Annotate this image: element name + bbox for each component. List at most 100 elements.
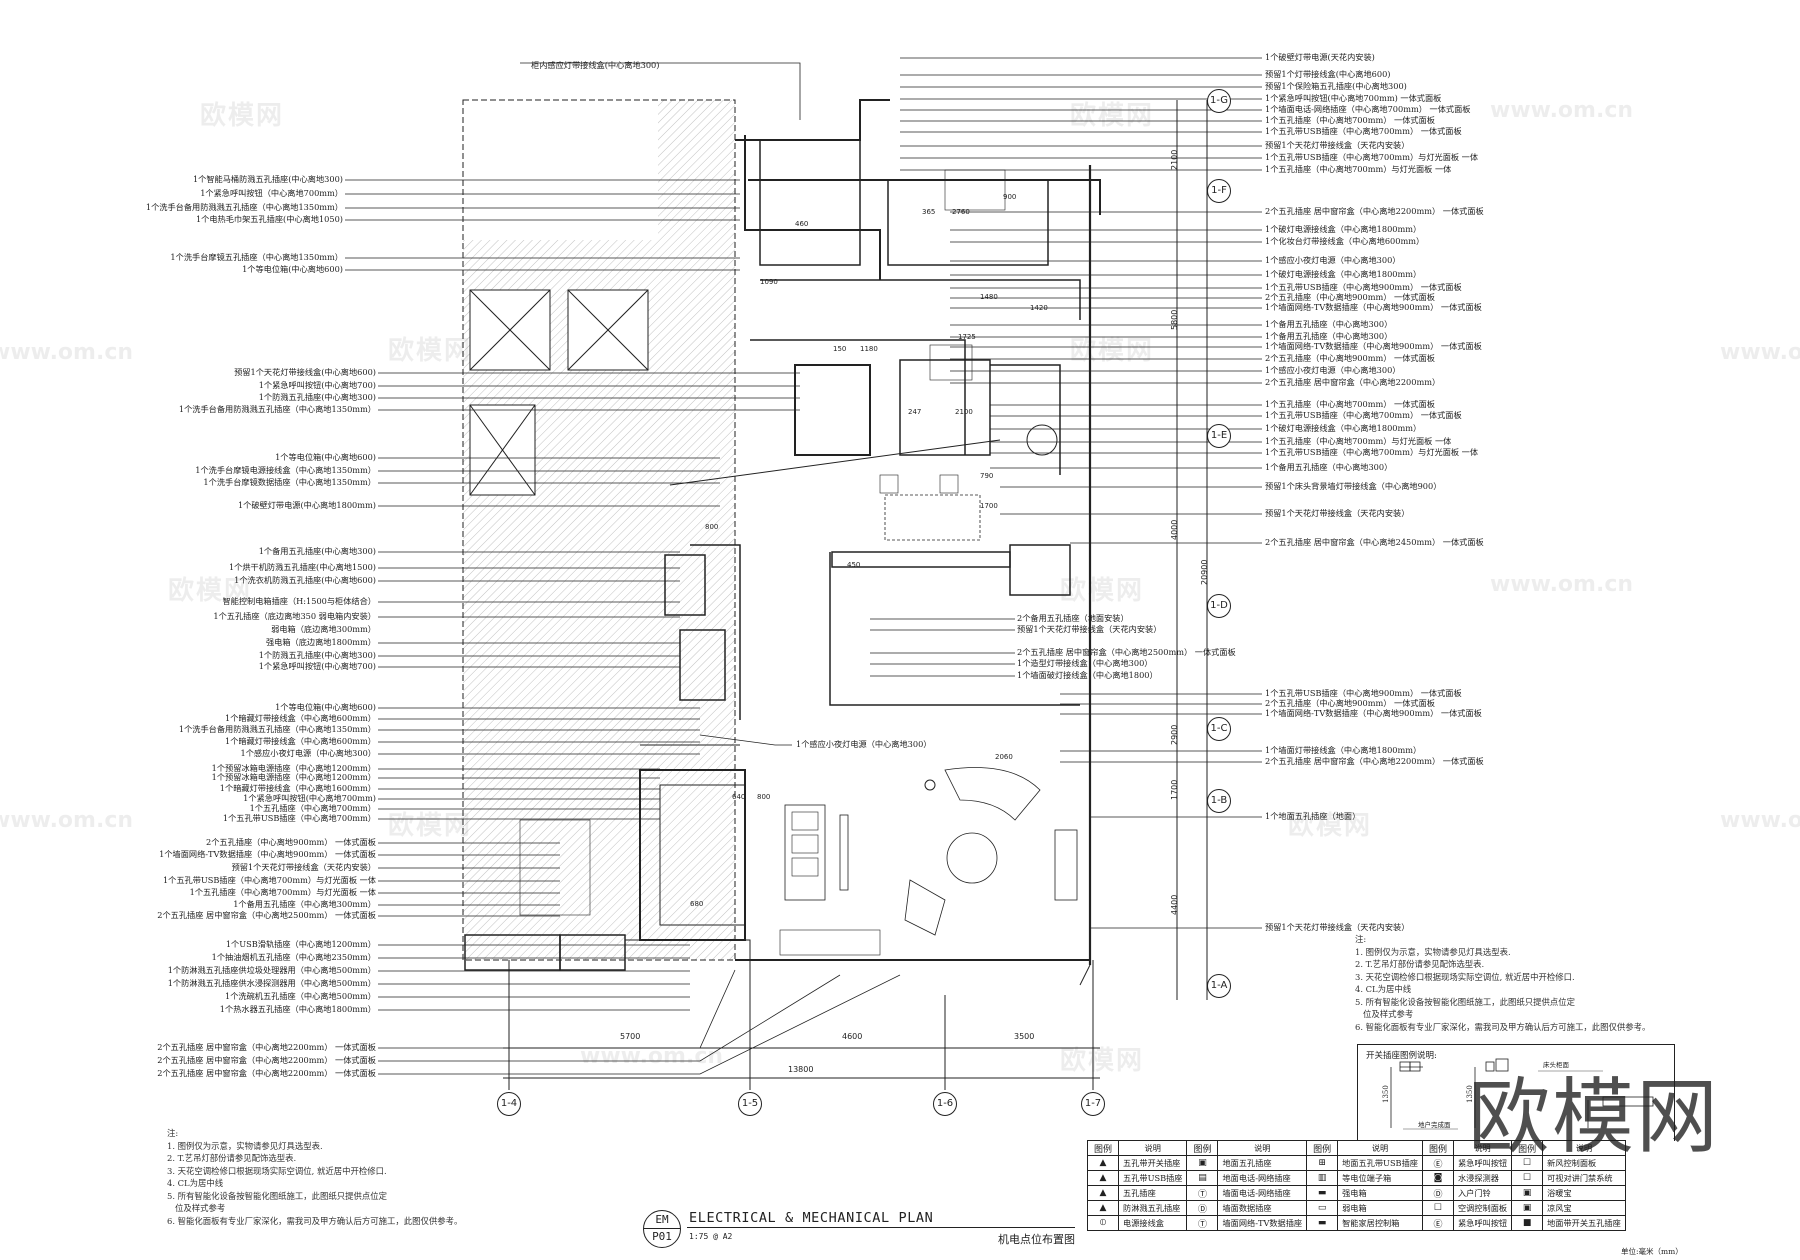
legend-symbol-icon: Ⓓ [1186, 1200, 1219, 1216]
annotation-label: 预留1个天花灯带接线盒(中心离地600) [234, 367, 376, 377]
annotation-label: 1个五孔带USB插座（中心离地700mm）与灯光面板 一体 [162, 875, 376, 885]
dimension-value: 1700 [1170, 779, 1179, 800]
annotation-label: 1个备用五孔插座（中心离地300） [1265, 319, 1393, 329]
annotation-label: 2个五孔插座（中心离地900mm） 一体式面板 [206, 837, 376, 847]
annotation-label: 1个造型灯带接线盒（中心离地300） [1017, 658, 1153, 668]
axis-bubble: 1-B [1207, 789, 1231, 813]
drawing-title-cn: 机电点位布置图 [998, 1233, 1075, 1246]
annotation-label: 1个洗衣机防溅五孔插座(中心离地600) [234, 575, 376, 585]
title-block: EM P01 ELECTRICAL & MECHANICAL PLAN 1:75… [643, 1210, 1075, 1250]
annotation-label: 1个防淋溅五孔插座供垃圾处理器用（中心离地500mm） [167, 965, 376, 975]
drawing-code-top: EM [655, 1213, 669, 1226]
annotation-label: 1个五孔插座（底边离地350 弱电箱内安装） [213, 611, 376, 621]
annotation-label: 智能控制电箱插座（H:1500与柜体结合） [222, 596, 376, 606]
legend-symbol-icon: ☐ [1511, 1170, 1544, 1186]
annotation-label: 2个五孔插座 居中窗帘盒（中心离地2200mm） 一体式面板 [1265, 756, 1484, 766]
note-item: 6. 智能化面板有专业厂家深化，需我司及甲方确认后方可施工，此图仅供参考。 [167, 1215, 463, 1226]
legend-description: 紧急呼叫按钮 [1452, 1215, 1513, 1231]
annotation-label: 1个五孔插座（中心离地700mm）与灯光面板 一体 [189, 887, 376, 897]
legend-description: 墙面数据插座 [1217, 1200, 1308, 1216]
dimension-value: 800 [757, 793, 771, 801]
annotation-label: 1个洗手台摩镜电源接线盒（中心离地1350mm） [195, 465, 376, 475]
annotation-label: 2个五孔插座 居中窗帘盒（中心离地2450mm） 一体式面板 [1265, 537, 1484, 547]
dimension-value: 13800 [788, 1065, 814, 1074]
annotation-label: 1个暗藏灯带接线盒（中心离地1600mm） [219, 783, 376, 793]
annotation-label: 1个破灯电源接线盒（中心离地1800mm） [1265, 423, 1422, 433]
dimension-value: 1420 [1030, 304, 1048, 312]
annotation-label: 预留1个保险箱五孔插座(中心离地300) [1265, 81, 1407, 91]
annotation-label: 1个防溅五孔插座(中心离地300) [258, 650, 376, 660]
annotation-label: 1个等电位箱(中心离地600) [242, 264, 343, 274]
dimension-value: 4600 [842, 1032, 863, 1041]
annotation-label: 1个五孔带USB插座（中心离地700mm）与灯光面板 一体 [1265, 447, 1479, 457]
note-item: 位及样式参考 [1355, 1009, 1414, 1019]
annotation-label: 1个暗藏灯带接线盒（中心离地600mm） [225, 713, 376, 723]
annotation-label: 2个五孔插座 居中窗帘盒（中心离地2200mm） [1265, 377, 1441, 387]
legend-symbol-icon: ◙ [1421, 1170, 1454, 1186]
legend-description: 可视对讲门禁系统 [1542, 1170, 1626, 1186]
legend-header-cell: 说明 [1217, 1140, 1308, 1156]
dimension-value: 1725 [958, 333, 976, 341]
annotation-label: 2个五孔插座 居中窗帘盒（中心离地2200mm） 一体式面板 [1265, 206, 1484, 216]
annotation-label: 1个防溅五孔插座(中心离地300) [258, 392, 376, 402]
annotation-label: 1个五孔插座（中心离地700mm） 一体式面板 [1265, 399, 1435, 409]
legend-symbol-icon: Ⓣ [1186, 1185, 1219, 1201]
annotation-label: 1个五孔带USB插座（中心离地700mm） 一体式面板 [1265, 410, 1462, 420]
dimension-value: 5800 [1170, 309, 1179, 330]
annotation-label: 1个五孔带USB插座（中心离地700mm） 一体式面板 [1265, 126, 1462, 136]
dimension-value: 460 [795, 220, 809, 228]
legend-symbol-icon: ⊞ [1306, 1155, 1339, 1171]
legend-description: 墙面网络-TV数据插座 [1217, 1215, 1308, 1231]
annotation-label: 柜内感应灯带接线盒(中心离地300) [531, 60, 660, 70]
svg-text:1350: 1350 [1466, 1085, 1474, 1103]
svg-text:床头柜面: 床头柜面 [1543, 1060, 1570, 1069]
legend-description: 地面带开关五孔插座 [1542, 1215, 1626, 1231]
annotation-label: 1个洗手台备用防溅溅五孔插座（中心离地1350mm） [145, 202, 343, 212]
axis-bubble: 1-4 [497, 1092, 521, 1116]
legend-symbol-icon: Ⓔ [1421, 1215, 1454, 1231]
annotation-label: 预留1个天花灯带接线盒（天花内安装） [1017, 624, 1162, 634]
axis-bubble: 1-G [1207, 89, 1231, 113]
note-item: 5. 所有智能化设备按智能化图纸施工，此图纸只提供点位定 [167, 1190, 388, 1201]
notes-heading: 注: [1355, 934, 1367, 944]
legend-description: 浴暖宝 [1542, 1185, 1626, 1201]
annotation-label: 1个洗手台备用防溅溅五孔插座（中心离地1350mm） [178, 404, 376, 414]
annotation-label: 1个化妆台灯带接线盒（中心离地600mm） [1265, 236, 1425, 246]
annotation-label: 1个五孔插座（中心离地700mm）与灯光面板 一体 [1265, 436, 1452, 446]
annotation-label: 1个洗手台摩镜数据插座（中心离地1350mm） [203, 477, 376, 487]
legend-description: 五孔插座 [1117, 1185, 1188, 1201]
annotation-label: 2个五孔插座（中心离地900mm） 一体式面板 [1265, 353, 1435, 363]
legend-symbol-icon: ⦶ [1087, 1215, 1119, 1231]
annotation-label: 预留1个天花灯带接线盒（天花内安装） [1265, 922, 1410, 932]
annotation-label: 1个暗藏灯带接线盒（中心离地600mm） [225, 736, 376, 746]
annotation-label: 2个五孔插座 居中窗帘盒（中心离地2200mm） 一体式面板 [157, 1042, 376, 1052]
annotation-label: 1个备用五孔插座(中心离地300) [258, 546, 376, 556]
annotation-label: 2个五孔插座 居中窗帘盒（中心离地2500mm） 一体式面板 [1017, 647, 1236, 657]
annotation-label: 弱电箱（底边离地300mm） [271, 624, 376, 634]
note-item: 位及样式参考 [167, 1203, 226, 1213]
note-item: 2. T.艺吊灯部份请参见配饰选型表. [1355, 959, 1485, 969]
dimension-value: 640 [732, 793, 746, 801]
watermark-large: 欧模网 [1468, 1070, 1721, 1165]
annotation-label: 2个备用五孔插座（地面安装） [1017, 613, 1129, 623]
legend-description: 地面电话-网络插座 [1217, 1170, 1308, 1186]
annotation-label: 1个洗手台摩镜五孔插座（中心离地1350mm） [170, 252, 343, 262]
axis-bubble: 1-7 [1081, 1092, 1105, 1116]
annotation-label: 1个墙面灯带接线盒（中心离地1800mm） [1265, 745, 1422, 755]
legend-description: 水浸探测器 [1452, 1170, 1513, 1186]
legend-description: 等电位端子箱 [1337, 1170, 1423, 1186]
annotation-label: 1个烘干机防溅五孔插座(中心离地1500) [228, 562, 376, 572]
annotation-label: 1个紧急呼叫按钮(中心离地700) [258, 380, 376, 390]
legend-symbol-icon: Ⓔ [1421, 1155, 1454, 1171]
legend-row: ▲五孔带USB插座▤地面电话-网络插座▥等电位端子箱◙水浸探测器☐可视对讲门禁系… [1087, 1170, 1626, 1186]
note-item: 3. 天花空调检修口根据现场实际空调位, 就近居中开检修口. [167, 1165, 387, 1176]
dimension-value: 1480 [980, 293, 998, 301]
annotation-label: 2个五孔插座 居中窗帘盒（中心离地2200mm） 一体式面板 [157, 1055, 376, 1065]
dimension-value: 3500 [1014, 1032, 1035, 1041]
dimension-value: 20900 [1200, 559, 1209, 585]
annotation-label: 1个感应小夜灯电源（中心离地300） [1265, 255, 1401, 265]
legend-description: 弱电箱 [1337, 1200, 1423, 1216]
legend-description: 凉风宝 [1542, 1200, 1626, 1216]
